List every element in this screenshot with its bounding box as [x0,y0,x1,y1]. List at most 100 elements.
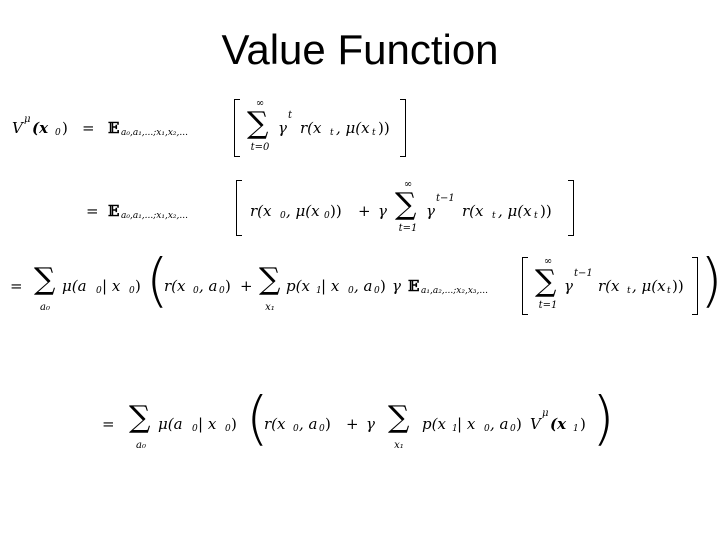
eq1-lhs-close: ) [62,119,68,137]
eq2-rt-mid: , μ(x [498,202,532,220]
eq3-mu: μ(a [62,277,87,295]
eq4-sum2-lower: x₁ [394,440,404,451]
eq3-rt: r(x [598,277,620,295]
eq4-p-sub2: 0 [484,424,490,434]
eq3-sum3-upper: ∞ [543,256,553,267]
eq4-sum2: ∑ [388,400,410,435]
eq2-rt-sub2: t [534,211,538,221]
eq1-lhs-arg: (x [32,119,49,137]
eq1-sum-upper: ∞ [255,98,265,109]
eq2-sum-lower: t=1 [398,223,418,234]
eq4-equals: = [102,415,115,433]
eq3-rt-mid: , μ(x [632,277,666,295]
eq3-p-mid2: , a [354,277,373,295]
eq3-r0-sub2: 0 [219,286,225,296]
eq2-rt-close: )) [540,202,552,220]
eq2-bracket-right [568,180,574,236]
eq3-paren-left: ( [146,246,169,314]
eq4-r0-sub2: 0 [319,424,325,434]
eq4-p-sub3: 0 [510,424,516,434]
eq4-mu: μ(a [158,415,183,433]
slide-title: Value Function [221,26,499,73]
eq3-bracket-left [522,257,528,315]
eq3-paren-right: ) [700,251,720,309]
eq3-mu-sub: 0 [96,286,102,296]
eq1-gamma-sup: t [288,110,293,121]
eq1-gamma: γ [278,119,287,137]
eq1-reward: r(x [300,119,322,137]
eq2-r0-mid: , μ(x [286,202,320,220]
eq3-sum2-lower: x₁ [265,302,275,313]
eq3-equals: = [10,277,23,295]
eq3-mu-mid: | x [102,277,121,295]
eq4-p-mid: | x [457,415,476,433]
eq3-mu-sub2: 0 [129,286,135,296]
eq4-paren-left: ( [246,384,269,452]
eq2-expectation-sub: a₀,a₁,...;x₁,x₂,... [121,211,188,221]
eq3-r0: r(x [164,277,186,295]
eq2-rt: r(x [462,202,484,220]
eq3-r0-mid: , a [199,277,218,295]
eq1-reward-close: )) [378,119,390,137]
eq2-expectation: 𝔼 [108,202,120,220]
eq1-lhs-sup: μ [24,114,31,125]
eq4-sum1-lower: a₀ [136,440,146,451]
eq2-rt-sub: t [492,211,496,221]
eq4-mu-mid: | x [198,415,217,433]
eq4-sum1: ∑ [129,400,151,435]
eq3-rt-sub2: t [667,286,671,296]
eq2-plus: + [358,202,371,220]
eq3-plus: + [240,277,253,295]
eq4-r0-mid: , a [299,415,318,433]
eq1-expectation: 𝔼 [108,119,120,137]
eq1-bracket-left [234,99,240,157]
eq4-v: V [530,415,541,433]
eq1-bracket-right [400,99,406,157]
equation-4: = ∑ a₀ μ(a 0 | x 0 ) ( r(x 0 , a 0 ) + γ… [0,389,720,465]
eq4-p-close: ) [516,415,522,433]
eq3-p: p(x [286,277,310,295]
eq2-r0-close: )) [330,202,342,220]
eq2-bracket-left [236,180,242,236]
eq1-reward-sub: t [330,128,334,138]
eq3-r0-sub: 0 [193,286,199,296]
eq3-sum1: ∑ [34,262,56,297]
eq3-rt-close: )) [672,277,684,295]
eq3-r0-close: ) [225,277,231,295]
eq1-sum-lower: t=0 [250,142,270,153]
eq2-gamma2-sup: t−1 [436,193,455,204]
eq4-v-close: ) [580,415,586,433]
equation-1: V μ (x 0 ) = 𝔼 a₀,a₁,...;x₁,x₂,... ∞ ∑ t… [0,95,720,165]
eq3-expectation: 𝔼 [408,277,420,295]
eq2-r0: r(x [250,202,272,220]
eq3-rt-sub: t [627,286,631,296]
eq2-r0-sub2: 0 [324,211,330,221]
eq3-p-mid: | x [321,277,340,295]
eq4-v-sub: 1 [573,424,579,434]
eq4-paren-right: ) [592,384,615,452]
eq1-lhs-arg-sub: 0 [55,128,61,138]
eq4-p-sub: 1 [452,424,458,434]
eq4-mu-sub2: 0 [225,424,231,434]
eq4-mu-sub: 0 [192,424,198,434]
eq4-p-mid2: , a [490,415,509,433]
eq4-r0-sub: 0 [293,424,299,434]
eq3-gamma: γ [392,277,401,295]
eq2-r0-sub: 0 [280,211,286,221]
eq4-mu-close: ) [231,415,237,433]
eq4-plus: + [346,415,359,433]
eq3-sum3-lower: t=1 [538,300,558,311]
eq4-gamma: γ [366,415,375,433]
eq1-reward-sub2: t [372,128,376,138]
eq2-sum-upper: ∞ [403,179,413,190]
eq1-lhs: V [12,119,23,137]
eq1-sum: ∑ [247,106,269,141]
eq2-gamma: γ [378,202,387,220]
eq3-gamma2-sup: t−1 [574,268,593,279]
eq4-v-arg: (x [550,415,567,433]
eq3-bracket-right [692,257,698,315]
eq1-expectation-sub: a₀,a₁,...;x₁,x₂,... [121,128,188,138]
eq3-p-sub: 1 [316,286,322,296]
eq3-p-sub3: 0 [374,286,380,296]
eq3-sum2: ∑ [259,262,281,297]
